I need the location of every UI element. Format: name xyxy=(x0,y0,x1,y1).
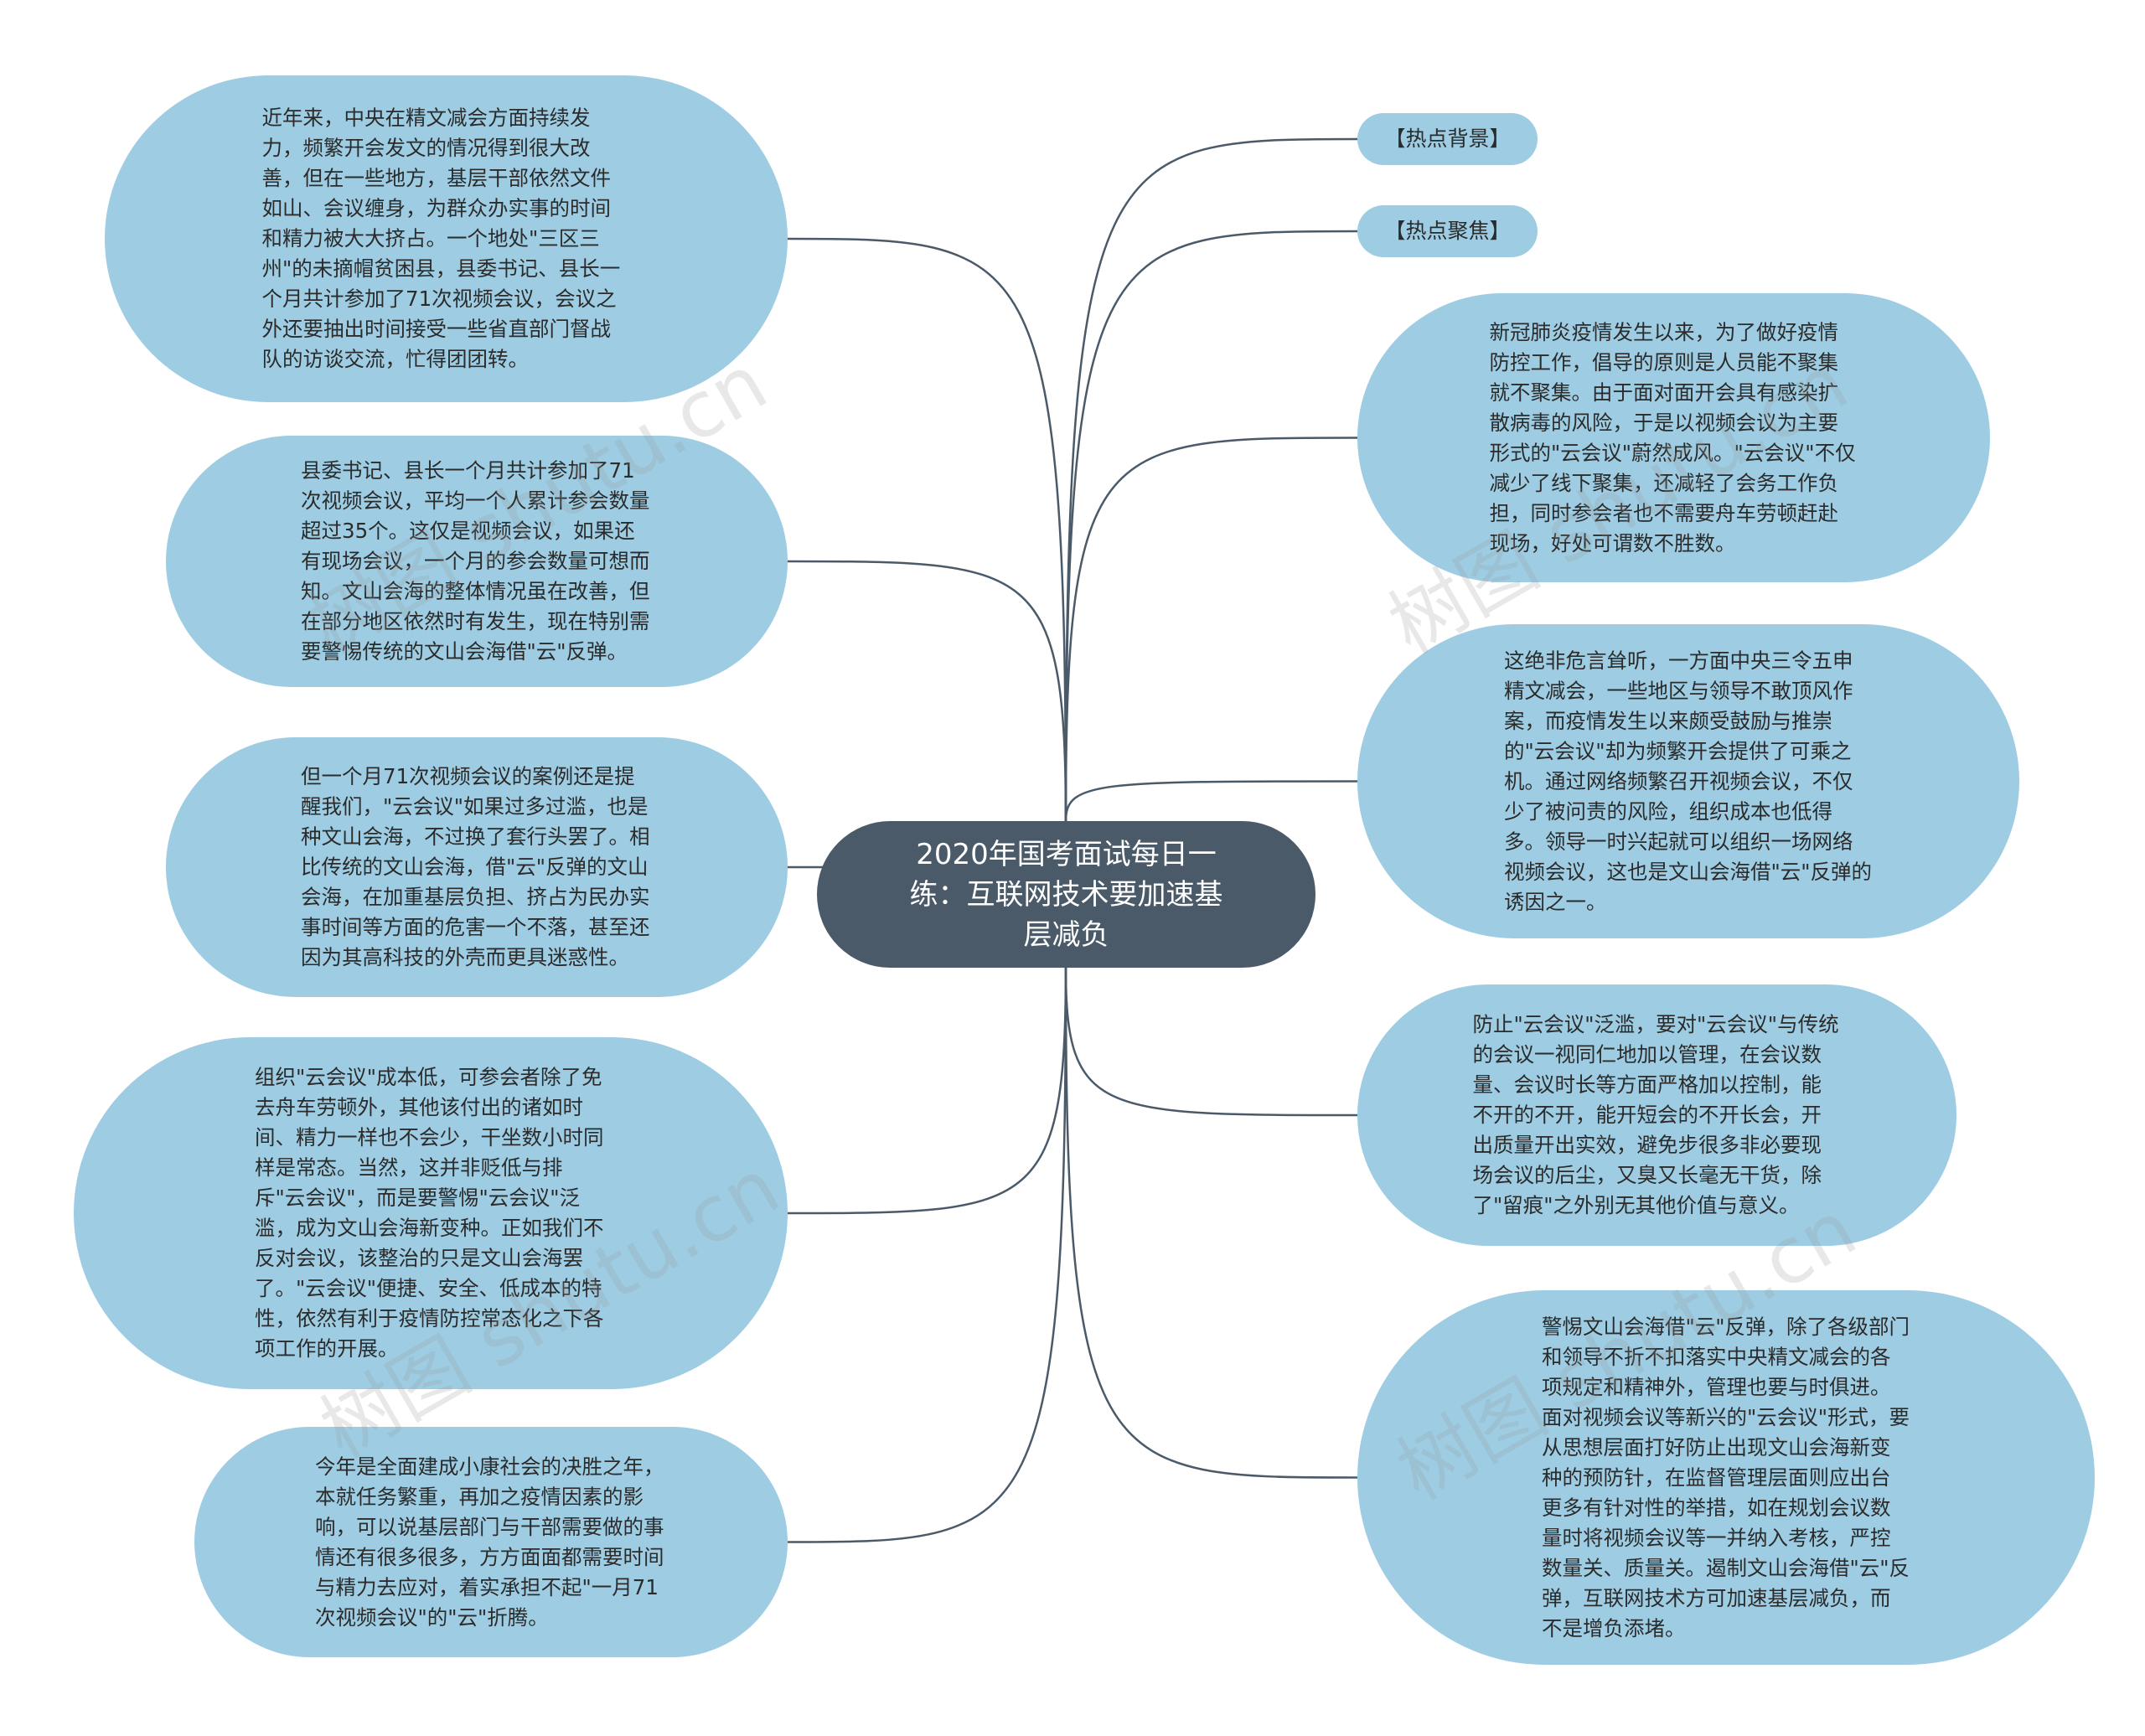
left-node-2[interactable]: 县委书记、县长一个月共计参加了71次视频会议，平均一个人累计参会数量超过35个。… xyxy=(166,436,788,687)
central-topic-title: 2020年国考面试每日一练：互联网技术要加速基层减负 xyxy=(909,837,1223,952)
node-text: 【热点背景】 xyxy=(1384,127,1511,151)
node-text: 县委书记、县长一个月共计参加了71次视频会议，平均一个人累计参会数量超过35个。… xyxy=(301,458,650,664)
node-text: 近年来，中央在精文减会方面持续发力，频繁开会发文的情况得到很大改善，但在一些地方… xyxy=(261,106,621,371)
node-text: 警惕文山会海借"云"反弹，除了各级部门和领导不折不扣落实中央精文减会的各项规定和… xyxy=(1542,1314,1910,1640)
left-node-3[interactable]: 但一个月71次视频会议的案例还是提醒我们，"云会议"如果过多过滥，也是种文山会海… xyxy=(166,737,788,997)
node-text: 这绝非危言耸听，一方面中央三令五申精文减会，一些地区与领导不敢顶风作案，而疫情发… xyxy=(1504,648,1873,914)
connector-right-4 xyxy=(1064,780,1358,822)
connector-left-1 xyxy=(787,237,1067,822)
central-topic[interactable]: 2020年国考面试每日一练：互联网技术要加速基层减负 xyxy=(817,821,1315,968)
connector-right-6 xyxy=(1064,967,1358,1479)
connector-left-4 xyxy=(787,967,1067,1215)
node-text: 但一个月71次视频会议的案例还是提醒我们，"云会议"如果过多过滥，也是种文山会海… xyxy=(301,764,650,969)
left-node-5[interactable]: 今年是全面建成小康社会的决胜之年，本就任务繁重，再加之疫情因素的影响，可以说基层… xyxy=(194,1427,788,1657)
connector-right-1 xyxy=(1064,137,1358,822)
node-text: 新冠肺炎疫情发生以来，为了做好疫情防控工作，倡导的原则是人员能不聚集就不聚集。由… xyxy=(1489,319,1856,555)
connector-left-2 xyxy=(787,560,1067,822)
node-text: 组织"云会议"成本低，可参会者除了免去舟车劳顿外，其他该付出的诸如时间、精力一样… xyxy=(255,1065,604,1361)
right-node-hot-background[interactable]: 【热点背景】 xyxy=(1357,113,1538,165)
node-text: 【热点聚焦】 xyxy=(1384,219,1511,243)
right-node-5[interactable]: 防止"云会议"泛滥，要对"云会议"与传统的会议一视同仁地加以管理，在会议数量、会… xyxy=(1357,984,1956,1246)
right-node-4[interactable]: 这绝非危言耸听，一方面中央三令五申精文减会，一些地区与领导不敢顶风作案，而疫情发… xyxy=(1357,624,2019,938)
left-node-1[interactable]: 近年来，中央在精文减会方面持续发力，频繁开会发文的情况得到很大改善，但在一些地方… xyxy=(105,75,788,402)
left-node-4[interactable]: 组织"云会议"成本低，可参会者除了免去舟车劳顿外，其他该付出的诸如时间、精力一样… xyxy=(74,1037,788,1389)
right-node-hot-focus[interactable]: 【热点聚焦】 xyxy=(1357,205,1538,257)
right-node-6[interactable]: 警惕文山会海借"云"反弹，除了各级部门和领导不折不扣落实中央精文减会的各项规定和… xyxy=(1357,1290,2095,1665)
connector-right-3 xyxy=(1064,437,1358,822)
connector-right-2 xyxy=(1064,230,1358,822)
connector-right-5 xyxy=(1064,967,1358,1117)
right-node-3[interactable]: 新冠肺炎疫情发生以来，为了做好疫情防控工作，倡导的原则是人员能不聚集就不聚集。由… xyxy=(1357,293,1990,582)
node-text: 防止"云会议"泛滥，要对"云会议"与传统的会议一视同仁地加以管理，在会议数量、会… xyxy=(1472,1012,1839,1217)
connector-left-5 xyxy=(787,967,1067,1543)
node-text: 今年是全面建成小康社会的决胜之年，本就任务繁重，再加之疫情因素的影响，可以说基层… xyxy=(315,1454,664,1630)
